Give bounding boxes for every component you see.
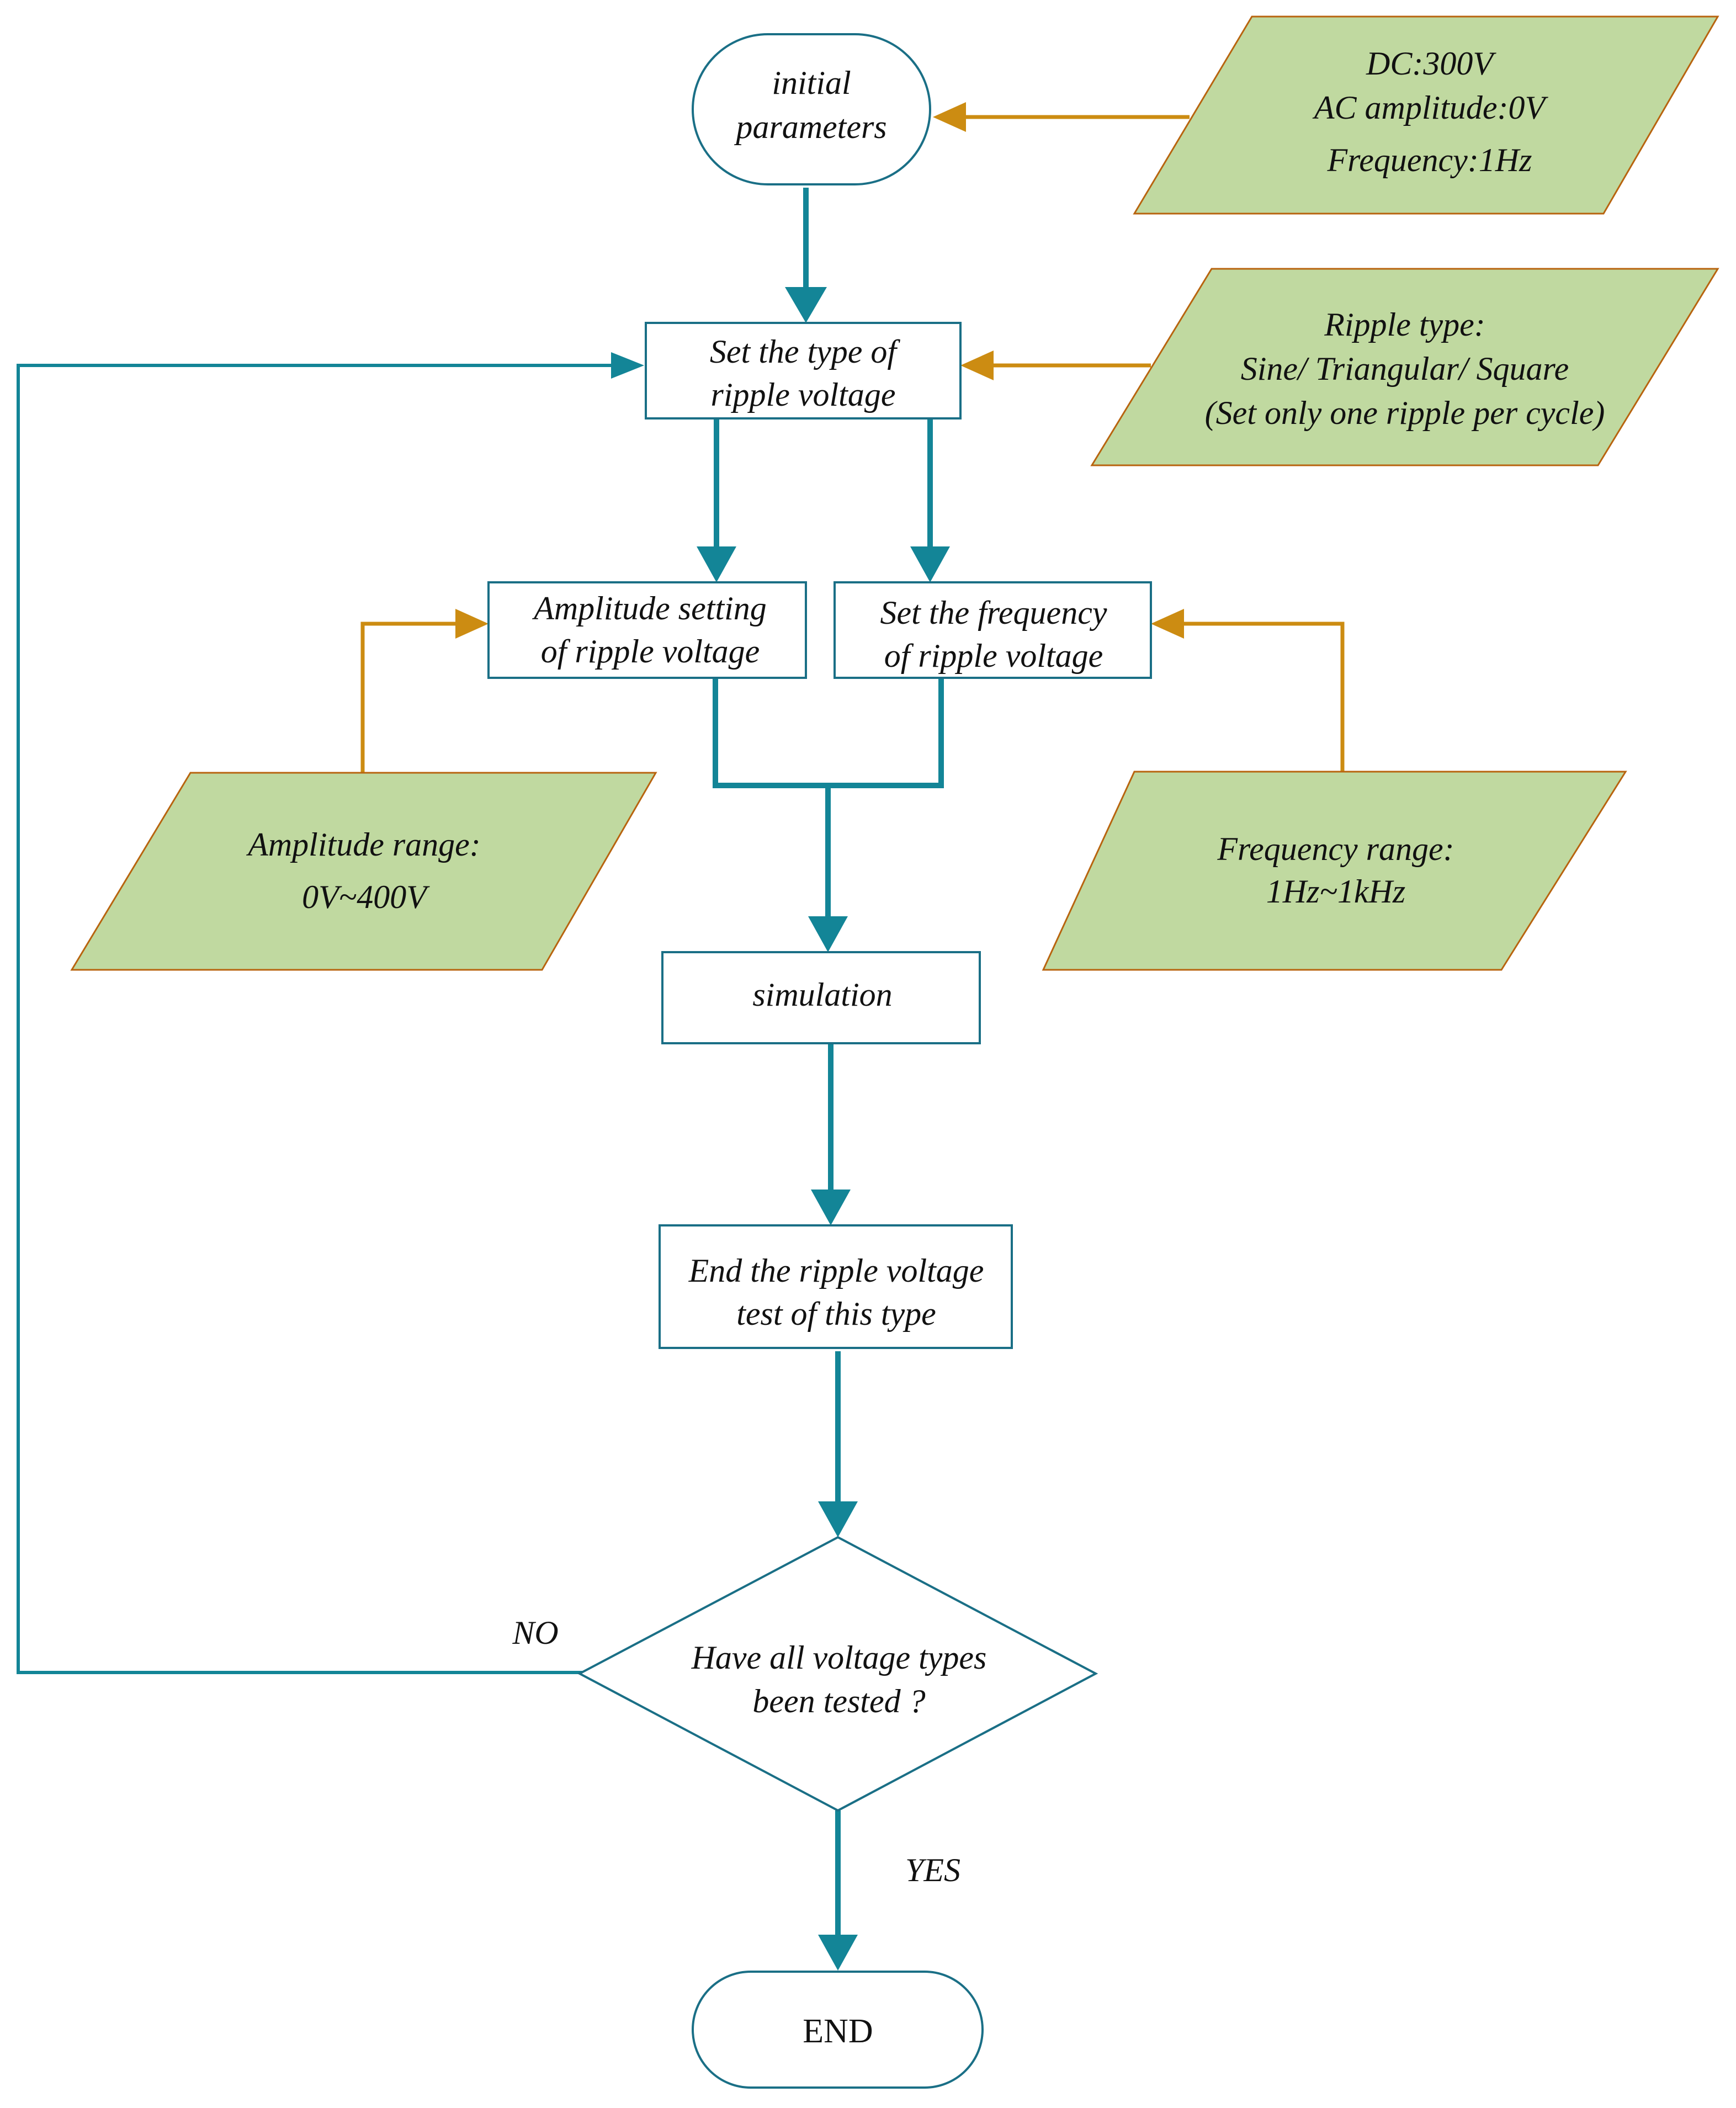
- set-type-line-2: ripple voltage: [711, 376, 896, 413]
- arrowhead-amplitude-input: [455, 609, 489, 639]
- set-type-line-1: Set the type of: [710, 333, 901, 370]
- set-type-box: [645, 322, 962, 420]
- arrowhead-frequency-input: [1151, 609, 1184, 639]
- no-edge-label: NO: [512, 1615, 558, 1651]
- flow-connectors: [17, 188, 950, 1971]
- decision-line-1: Have all voltage types: [691, 1639, 987, 1676]
- ripple-type-shape: [1090, 268, 1719, 466]
- arrowhead-end-test: [811, 1190, 851, 1225]
- arrow-frequency-range-to-frequency: [1181, 622, 1345, 772]
- frequency-range-shape: [1042, 771, 1627, 971]
- start-terminal-line-2: parameters: [734, 109, 886, 145]
- set-type-process: Set the type of ripple voltage: [645, 322, 962, 420]
- initial-values-line-3: Frequency:1Hz: [1327, 142, 1532, 178]
- frequency-range-input: Frequency range: 1Hz~1kHz: [1042, 771, 1627, 971]
- frequency-setting-line-2: of ripple voltage: [884, 638, 1103, 674]
- arrowhead-loop-back: [611, 352, 644, 379]
- frequency-setting-box: [834, 581, 1152, 679]
- amplitude-range-line-1: Amplitude range:: [246, 826, 481, 863]
- arrowhead-end: [818, 1935, 858, 1971]
- initial-values-shape: [1133, 15, 1719, 215]
- frequency-range-line-2: 1Hz~1kHz: [1266, 873, 1405, 910]
- ripple-type-line-2: Sine/ Triangular/ Square: [1241, 351, 1569, 387]
- frequency-setting-line-1: Set the frequency: [880, 594, 1107, 631]
- end-test-box: [659, 1224, 1013, 1349]
- start-terminal: initial parameters: [692, 33, 931, 185]
- end-terminal-label: END: [803, 2013, 873, 2050]
- arrow-amplitude-range-to-amplitude: [360, 622, 458, 773]
- initial-values-input: DC:300V AC amplitude:0V Frequency:1Hz: [1133, 15, 1719, 215]
- amplitude-setting-line-2: of ripple voltage: [541, 633, 760, 670]
- ripple-type-line-3: (Set only one ripple per cycle): [1205, 395, 1605, 431]
- ripple-type-input: Ripple type: Sine/ Triangular/ Square (S…: [1090, 268, 1719, 466]
- decision-diamond: [577, 1536, 1098, 1812]
- input-connectors: [360, 102, 1345, 773]
- amplitude-range-line-2: 0V~400V: [302, 879, 430, 915]
- amplitude-setting-process: Amplitude setting of ripple voltage: [487, 581, 807, 679]
- simulation-process: simulation: [661, 951, 981, 1044]
- amplitude-range-input: Amplitude range: 0V~400V: [70, 772, 657, 971]
- yes-edge-label: YES: [905, 1852, 960, 1888]
- simulation-label: simulation: [752, 976, 892, 1013]
- arrowhead-start-input: [933, 102, 966, 132]
- merge-settings-connector: [713, 678, 944, 788]
- no-loop-connector: [17, 364, 614, 1674]
- amplitude-setting-box: [487, 581, 807, 679]
- end-terminal-shape: [692, 1971, 984, 2089]
- end-test-process: End the ripple voltage test of this type: [659, 1224, 1013, 1349]
- arrowhead-frequency: [910, 546, 950, 582]
- arrowhead-set-type: [785, 287, 827, 323]
- amplitude-setting-line-1: Amplitude setting: [532, 590, 767, 626]
- decision-line-2: been tested ?: [752, 1683, 925, 1719]
- end-terminal: END: [692, 1971, 984, 2089]
- arrowhead-simulation: [808, 916, 848, 952]
- end-test-line-1: End the ripple voltage: [688, 1252, 984, 1289]
- decision-node: Have all voltage types been tested ?: [577, 1536, 1098, 1812]
- arrowhead-amplitude: [697, 546, 736, 582]
- simulation-box: [661, 951, 981, 1044]
- arrowhead-decision: [818, 1501, 858, 1537]
- frequency-range-line-1: Frequency range:: [1217, 831, 1454, 867]
- end-test-line-2: test of this type: [736, 1295, 936, 1332]
- frequency-setting-process: Set the frequency of ripple voltage: [834, 581, 1152, 679]
- initial-values-line-1: DC:300V: [1366, 45, 1496, 82]
- ripple-type-line-1: Ripple type:: [1324, 306, 1485, 343]
- arrowhead-set-type-input: [960, 351, 994, 380]
- amplitude-range-shape: [70, 772, 657, 971]
- start-terminal-line-1: initial: [772, 65, 851, 101]
- start-terminal-shape: [692, 33, 931, 185]
- initial-values-line-2: AC amplitude:0V: [1312, 89, 1549, 126]
